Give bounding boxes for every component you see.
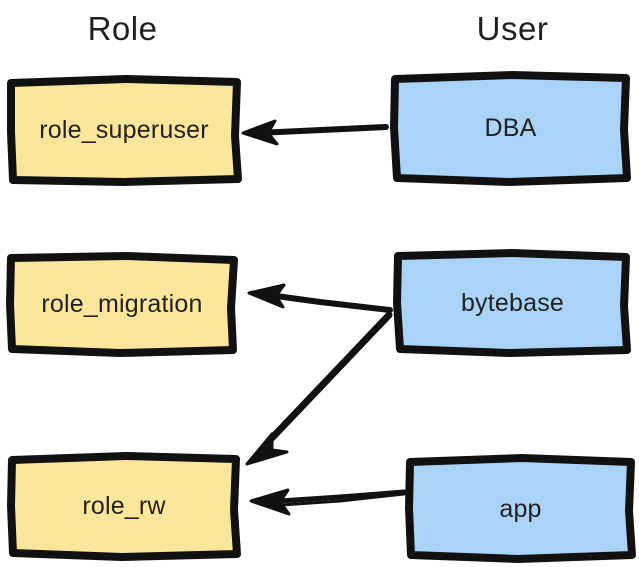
node-label: role_superuser — [39, 115, 209, 144]
node-shape — [6, 252, 238, 357]
edge-bytebase-to-role-rw — [245, 311, 393, 466]
edge-app-to-role-rw — [249, 488, 407, 516]
node-role-superuser[interactable]: role_superuser — [6, 74, 242, 186]
node-label: role_migration — [41, 289, 203, 318]
node-label: app — [499, 494, 542, 523]
node-label: bytebase — [460, 288, 565, 317]
node-label: DBA — [484, 113, 537, 142]
node-shape — [7, 75, 242, 186]
node-label: role_rw — [82, 491, 166, 520]
node-bytebase[interactable]: bytebase — [392, 248, 633, 358]
node-shape — [390, 71, 631, 186]
node-shape — [405, 454, 636, 563]
node-app[interactable]: app — [404, 454, 637, 564]
node-dba[interactable]: DBA — [388, 70, 633, 186]
node-shape — [393, 249, 631, 357]
node-role-migration[interactable]: role_migration — [4, 250, 240, 358]
node-role-rw[interactable]: role_rw — [6, 450, 242, 562]
column-header-user: User — [476, 10, 549, 47]
column-header-role: Role — [87, 10, 158, 47]
edge-bytebase-to-role-migration — [247, 283, 393, 313]
node-shape — [7, 452, 241, 561]
edge-dba-to-role-superuser — [241, 119, 389, 146]
